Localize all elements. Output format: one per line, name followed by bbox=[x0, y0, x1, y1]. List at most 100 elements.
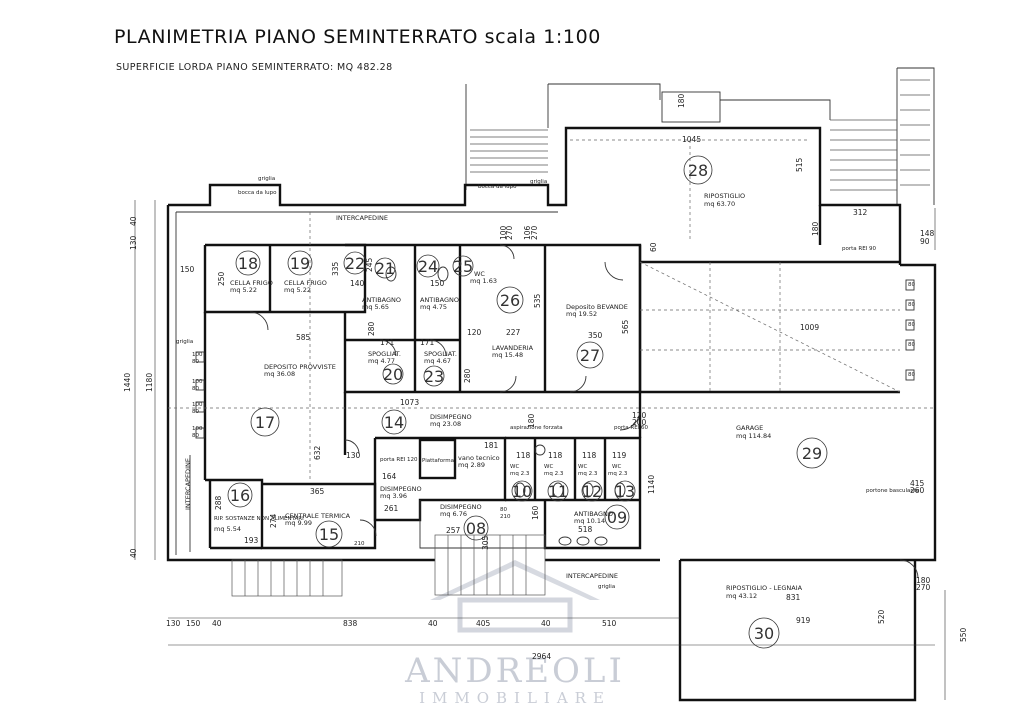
room-name: CENTRALE TERMICA bbox=[285, 512, 351, 520]
room-area: mq 4.77 bbox=[368, 357, 395, 365]
dim-label: 171 bbox=[380, 338, 395, 347]
dim-label: 405 bbox=[476, 619, 491, 628]
misc-labels: INTERCAPEDINE INTERCAPEDINE INTERCAPEDIN… bbox=[176, 176, 920, 590]
dim-label: 919 bbox=[796, 616, 811, 625]
room-name: ANTIBAGNO bbox=[362, 296, 401, 304]
griglia-label: griglia bbox=[530, 179, 547, 185]
dim-label: 118 bbox=[548, 451, 563, 460]
dim-label: 1140 bbox=[647, 475, 656, 494]
room-area: mq 43.12 bbox=[726, 592, 757, 600]
dim-label: 280 bbox=[367, 321, 376, 336]
bocca-lupo-label: bocca da lupo bbox=[238, 190, 277, 196]
room-name: WC bbox=[612, 464, 621, 470]
dim-label: 335 bbox=[331, 261, 340, 276]
room-number: 16 bbox=[230, 486, 250, 505]
dim-label: 180 bbox=[916, 576, 931, 585]
dim-label: 1045 bbox=[682, 135, 701, 144]
dim-label: 280 bbox=[463, 368, 472, 383]
dim-label: 150 bbox=[186, 619, 201, 628]
dimension-lines bbox=[134, 200, 946, 700]
room-name: WC bbox=[544, 464, 553, 470]
room-area: mq 2.3 bbox=[608, 471, 628, 477]
dim-label: 90 bbox=[920, 237, 930, 246]
dim-label: 100 bbox=[499, 225, 508, 240]
dim-label: 130 bbox=[346, 451, 361, 460]
room-name: ANTIBAGNO bbox=[420, 296, 459, 304]
dim-label: 120 bbox=[467, 328, 482, 337]
opening-label: 80 bbox=[908, 282, 915, 288]
opening-label: 80 bbox=[192, 359, 199, 365]
watermark-line2: IMMOBILIARE bbox=[419, 689, 611, 707]
room-number: 10 bbox=[512, 482, 532, 501]
opening-label: 80 bbox=[192, 386, 199, 392]
dim-label: 140 bbox=[350, 279, 365, 288]
dim-label: 171 bbox=[420, 338, 435, 347]
dim-label: 632 bbox=[313, 445, 322, 460]
room-area: mq 19.52 bbox=[566, 310, 597, 318]
dim-label: 160 bbox=[531, 505, 540, 520]
room-number: 08 bbox=[466, 519, 486, 538]
watermark-line1: ANDREOLI bbox=[404, 651, 625, 691]
room-area: mq 2.3 bbox=[544, 471, 564, 477]
dim-label: 40 bbox=[129, 548, 138, 558]
room-number: 26 bbox=[500, 291, 520, 310]
room-name: DISIMPEGNO bbox=[430, 413, 472, 421]
opening-label: 100 bbox=[192, 379, 203, 385]
dim-label: 1073 bbox=[400, 398, 419, 407]
room-area: mq 1.63 bbox=[470, 277, 497, 285]
room-area: mq 114.84 bbox=[736, 432, 771, 440]
room-number: 11 bbox=[548, 482, 568, 501]
room-name: GARAGE bbox=[736, 424, 763, 432]
room-number-circles: 18 19 22 21 24 25 26 27 28 17 20 23 14 2… bbox=[227, 155, 828, 649]
porta-label: porta REI 90 bbox=[842, 246, 877, 252]
fixtures bbox=[385, 266, 626, 546]
dim-label: 510 bbox=[602, 619, 617, 628]
dim-label: 40 bbox=[212, 619, 222, 628]
dim-label: 40 bbox=[541, 619, 551, 628]
opening-label: 100 bbox=[192, 402, 203, 408]
room-name: CELLA FRIGO bbox=[230, 279, 273, 287]
opening-label: 80 bbox=[908, 322, 915, 328]
room-name: ANTIBAGNO bbox=[574, 510, 613, 518]
dim-label: 585 bbox=[296, 333, 311, 342]
opening-label: 80 bbox=[500, 507, 507, 513]
internal-walls bbox=[203, 205, 902, 550]
dim-label: 106 bbox=[523, 225, 532, 240]
intercapedine-label: INTERCAPEDINE bbox=[566, 572, 618, 580]
room-name: DISIMPEGNO bbox=[380, 485, 422, 493]
room-number: 15 bbox=[319, 525, 339, 544]
dim-label: 270 bbox=[505, 225, 514, 240]
dim-label: 515 bbox=[795, 157, 804, 172]
room-area: mq 4.75 bbox=[420, 303, 447, 311]
door-swings bbox=[249, 244, 919, 579]
dim-label: 350 bbox=[588, 331, 603, 340]
dim-label: 180 bbox=[527, 413, 536, 428]
dim-label: 40 bbox=[129, 216, 138, 226]
dim-label: 227 bbox=[506, 328, 521, 337]
room-number: 14 bbox=[384, 413, 404, 432]
dim-label: 260 bbox=[910, 486, 925, 495]
dim-label: 193 bbox=[244, 536, 259, 545]
dimension-labels: 1045 515 312 180 180 148 90 150 250 245 … bbox=[123, 93, 968, 661]
room-name: CELLA FRIGO bbox=[284, 279, 327, 287]
intercapedine-label: INTERCAPEDINE bbox=[336, 214, 388, 222]
dim-label: 270 bbox=[916, 583, 931, 592]
opening-label: 80 bbox=[908, 342, 915, 348]
room-area: mq 9.99 bbox=[285, 519, 312, 527]
room-name: WC bbox=[474, 270, 485, 278]
dim-label: 1180 bbox=[145, 373, 154, 392]
room-number: 22 bbox=[345, 254, 365, 273]
dim-label: 40 bbox=[428, 619, 438, 628]
room-name: WC bbox=[510, 464, 519, 470]
dim-label: 565 bbox=[621, 319, 630, 334]
opening-label: 80 bbox=[908, 302, 915, 308]
dim-label: 274 bbox=[269, 513, 278, 528]
aspirazione-label: aspirazione forzata bbox=[510, 425, 563, 431]
room-number: 27 bbox=[580, 346, 600, 365]
dim-label: 120 bbox=[632, 411, 647, 420]
vent-boxes bbox=[189, 279, 915, 552]
dim-label: 1440 bbox=[123, 373, 132, 392]
dim-label: 288 bbox=[214, 495, 223, 510]
room-name: vano tecnico bbox=[458, 454, 500, 462]
dim-label: 180 bbox=[677, 93, 686, 108]
